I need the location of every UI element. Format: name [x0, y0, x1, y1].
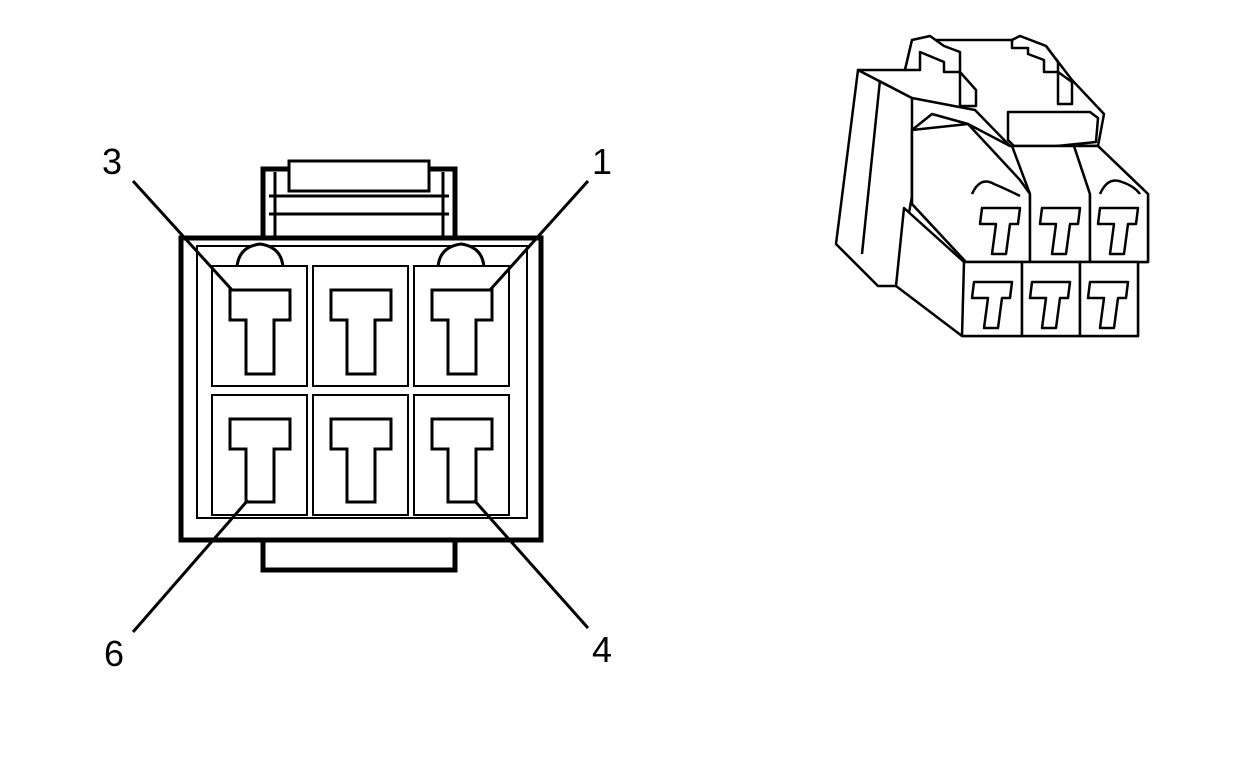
pin-label-4: 4	[592, 629, 612, 670]
cavity-pin-3	[211, 265, 308, 387]
leader-line-pin-3	[131, 179, 234, 292]
cavity-pin-1	[413, 265, 510, 387]
iso-latch-left	[903, 34, 962, 74]
iso-latch-right	[1010, 34, 1060, 74]
iso-slot-lower-4	[1086, 280, 1130, 330]
connector-face-view	[178, 159, 544, 573]
iso-slot-lower-6	[970, 280, 1014, 330]
leader-line-pin-6	[131, 499, 250, 633]
bottom-tab	[260, 535, 458, 573]
pin-label-6: 6	[104, 633, 124, 674]
leader-line-pin-4	[472, 499, 590, 629]
polarizing-key-right	[436, 242, 486, 269]
top-locking-tab	[260, 159, 458, 244]
iso-slot-upper-2	[1038, 206, 1082, 256]
iso-slot-lower-5	[1028, 280, 1072, 330]
polarizing-key-left	[235, 242, 285, 269]
cavity-pin-2	[312, 265, 409, 387]
cavity-pin-5	[312, 394, 409, 516]
leader-lines	[131, 179, 590, 633]
leader-line-pin-1	[488, 179, 590, 292]
pin-label-1: 1	[592, 141, 612, 182]
iso-latch-bar	[1006, 110, 1100, 152]
cavity-pin-4	[413, 394, 510, 516]
iso-cell-upper-1	[1072, 144, 1150, 264]
iso-slot-upper-1	[1096, 206, 1140, 256]
cavity-pin-6	[211, 394, 308, 516]
iso-slot-upper-3	[978, 206, 1022, 256]
connector-isometric-view	[834, 34, 1150, 338]
pin-label-3: 3	[102, 141, 122, 182]
